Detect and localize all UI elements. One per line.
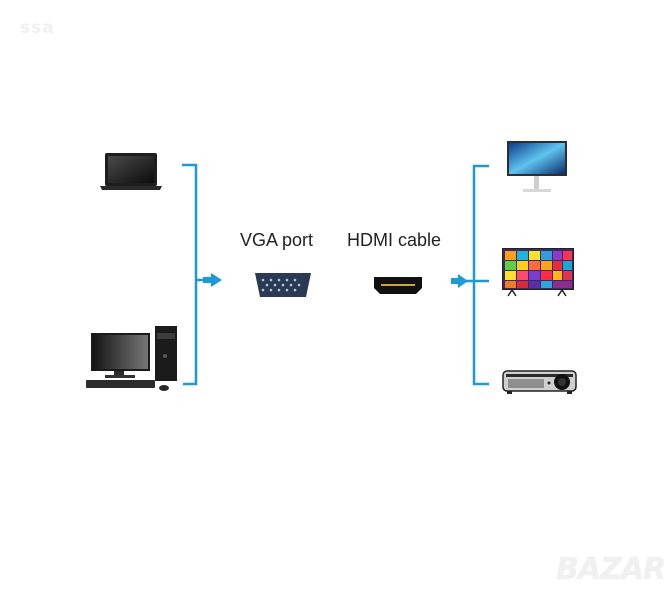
hdmi-cable-label: HDMI cable xyxy=(347,230,442,250)
laptop-icon xyxy=(100,153,162,190)
vga-port-icon xyxy=(255,273,311,297)
arrow-right-icon xyxy=(451,274,468,288)
monitor-icon xyxy=(507,141,567,192)
watermark-top: ssa xyxy=(20,18,55,38)
vga-port-label: VGA port xyxy=(240,230,314,250)
watermark-bazar: BAZAR xyxy=(556,552,666,587)
projector-icon xyxy=(502,370,577,394)
source-bracket-line xyxy=(182,163,198,386)
tv-icon xyxy=(502,248,574,297)
destination-bracket-line xyxy=(472,164,489,386)
source-bracket xyxy=(182,163,210,386)
arrow-right-icon xyxy=(203,273,222,287)
desktop-computer-icon xyxy=(86,326,177,391)
destination-bracket xyxy=(462,164,489,386)
hdmi-connector-icon xyxy=(374,277,422,294)
